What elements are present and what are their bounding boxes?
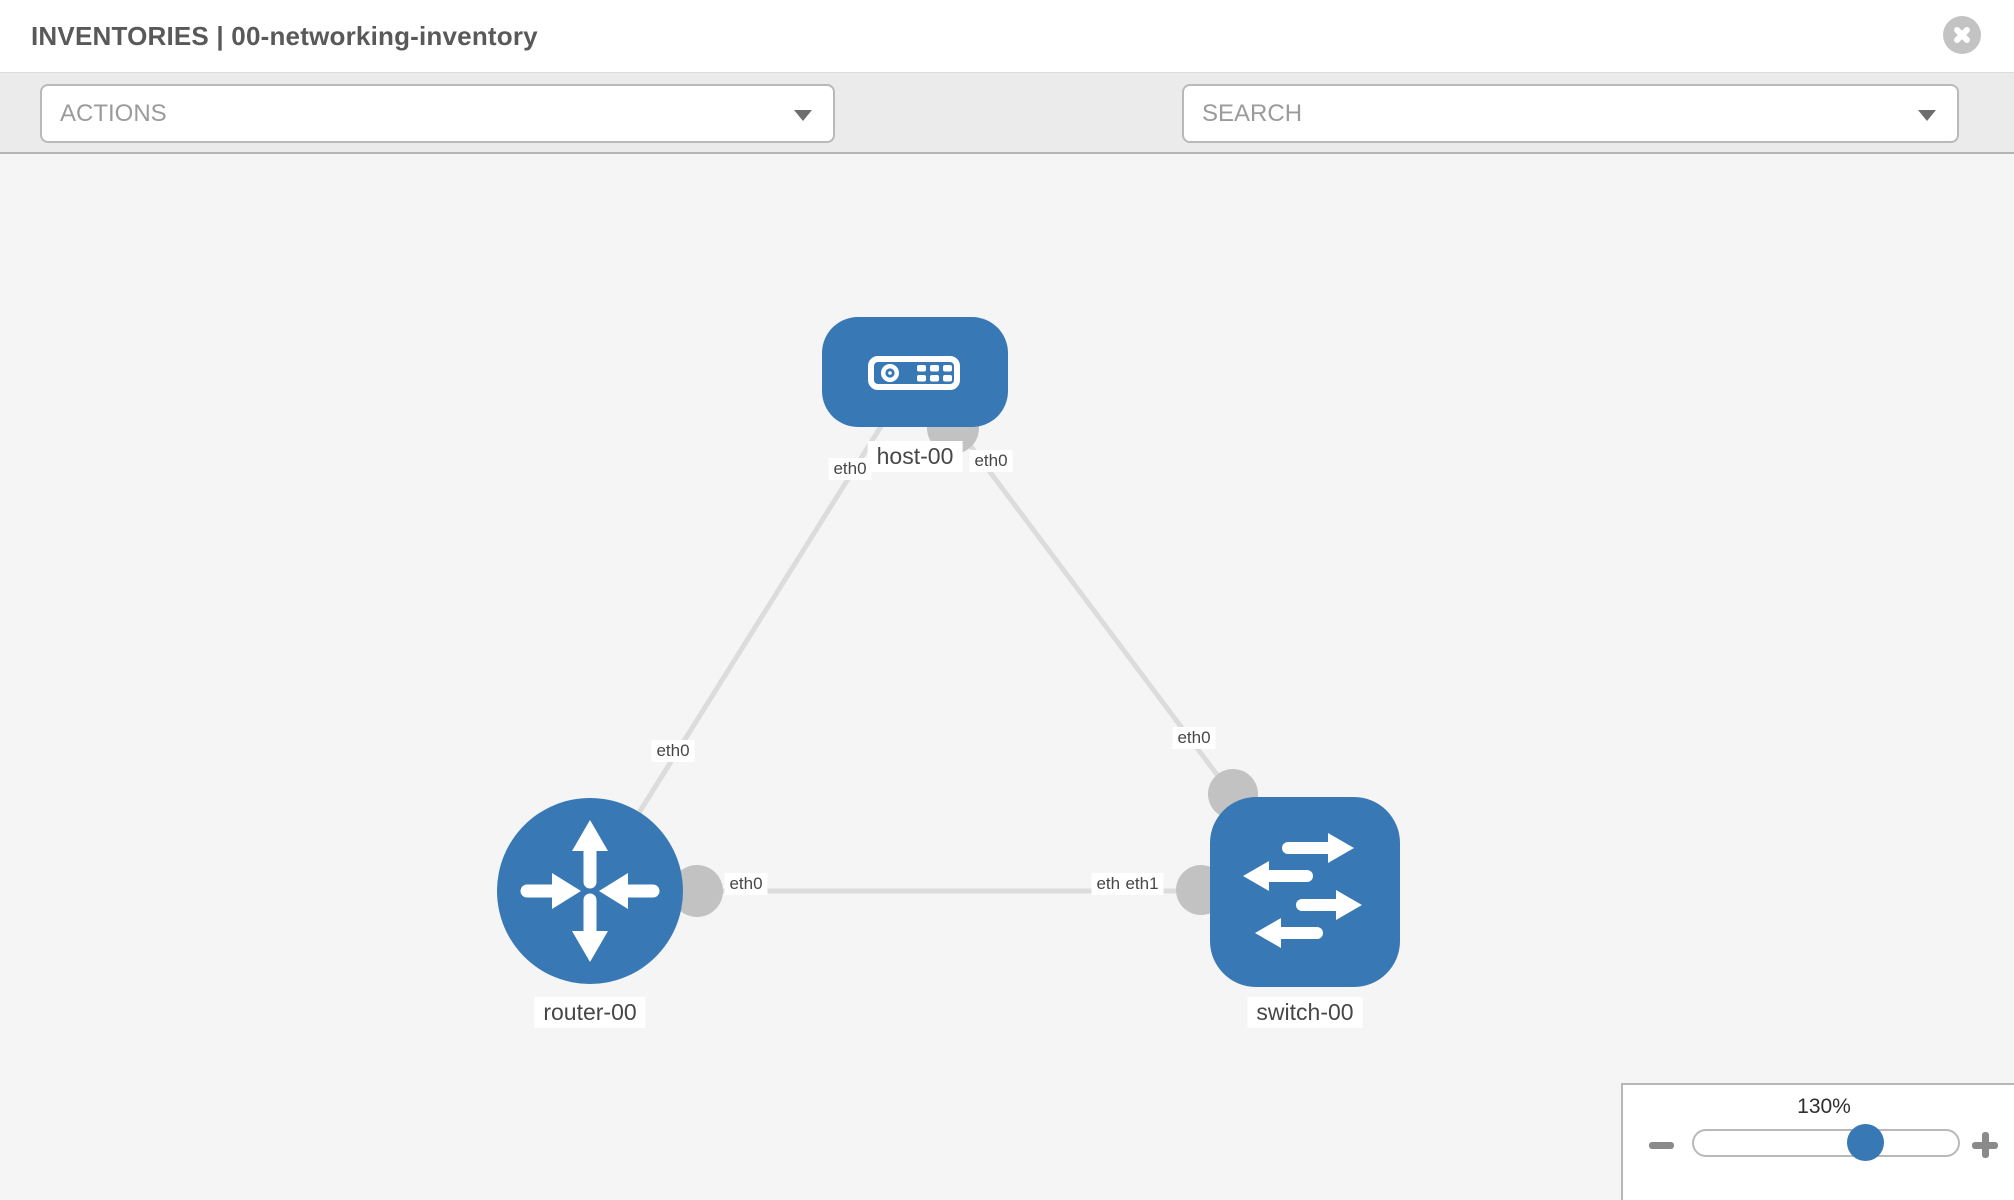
- ports: [671, 402, 1258, 917]
- switch-node[interactable]: [1210, 797, 1400, 987]
- actions-dropdown-label: ACTIONS: [60, 100, 167, 127]
- port-router-right: [671, 865, 723, 917]
- interface-label-router-top: eth0: [651, 740, 695, 762]
- interface-label-host-right: eth0: [969, 450, 1013, 472]
- router-node[interactable]: [497, 798, 683, 984]
- interface-label-switch-top: eth0: [1172, 727, 1216, 749]
- switch-node-label: switch-00: [1247, 997, 1363, 1028]
- router-node-label: router-00: [534, 997, 646, 1028]
- close-button[interactable]: [1943, 16, 1981, 54]
- interface-label-router-right: eth0: [724, 873, 768, 895]
- chevron-down-icon: [794, 110, 812, 121]
- interface-label-switch-left-eth1: eth1: [1120, 873, 1164, 895]
- zoom-level: 130%: [1797, 1095, 1851, 1118]
- switch-icon: [1243, 833, 1362, 948]
- router-icon: [520, 820, 660, 962]
- actions-dropdown[interactable]: ACTIONS: [40, 84, 835, 143]
- chevron-down-icon: [1918, 110, 1936, 121]
- zoom-panel: 130%: [1621, 1083, 2014, 1200]
- zoom-slider-thumb[interactable]: [1847, 1124, 1884, 1161]
- search-dropdown-label: SEARCH: [1202, 100, 1303, 127]
- zoom-out-button[interactable]: [1647, 1132, 1677, 1158]
- topology-canvas[interactable]: host-00 router-00 switch-00 eth0 eth0 et…: [0, 154, 2014, 1200]
- host-node-label: host-00: [867, 441, 963, 472]
- zoom-slider-track[interactable]: [1692, 1129, 1960, 1157]
- interface-label-host-left: eth0: [828, 458, 872, 480]
- host-icon: [868, 356, 960, 390]
- toolbar: ACTIONS: [0, 72, 2014, 210]
- page-header: INVENTORIES | 00-networking-inventory: [0, 0, 2014, 72]
- zoom-in-button[interactable]: [1969, 1129, 2001, 1161]
- host-node[interactable]: [822, 317, 1008, 427]
- topology-svg: [497, 317, 1400, 987]
- minus-icon: [1649, 1142, 1674, 1149]
- page-title: INVENTORIES | 00-networking-inventory: [31, 21, 538, 51]
- search-dropdown[interactable]: SEARCH: [1182, 84, 1959, 143]
